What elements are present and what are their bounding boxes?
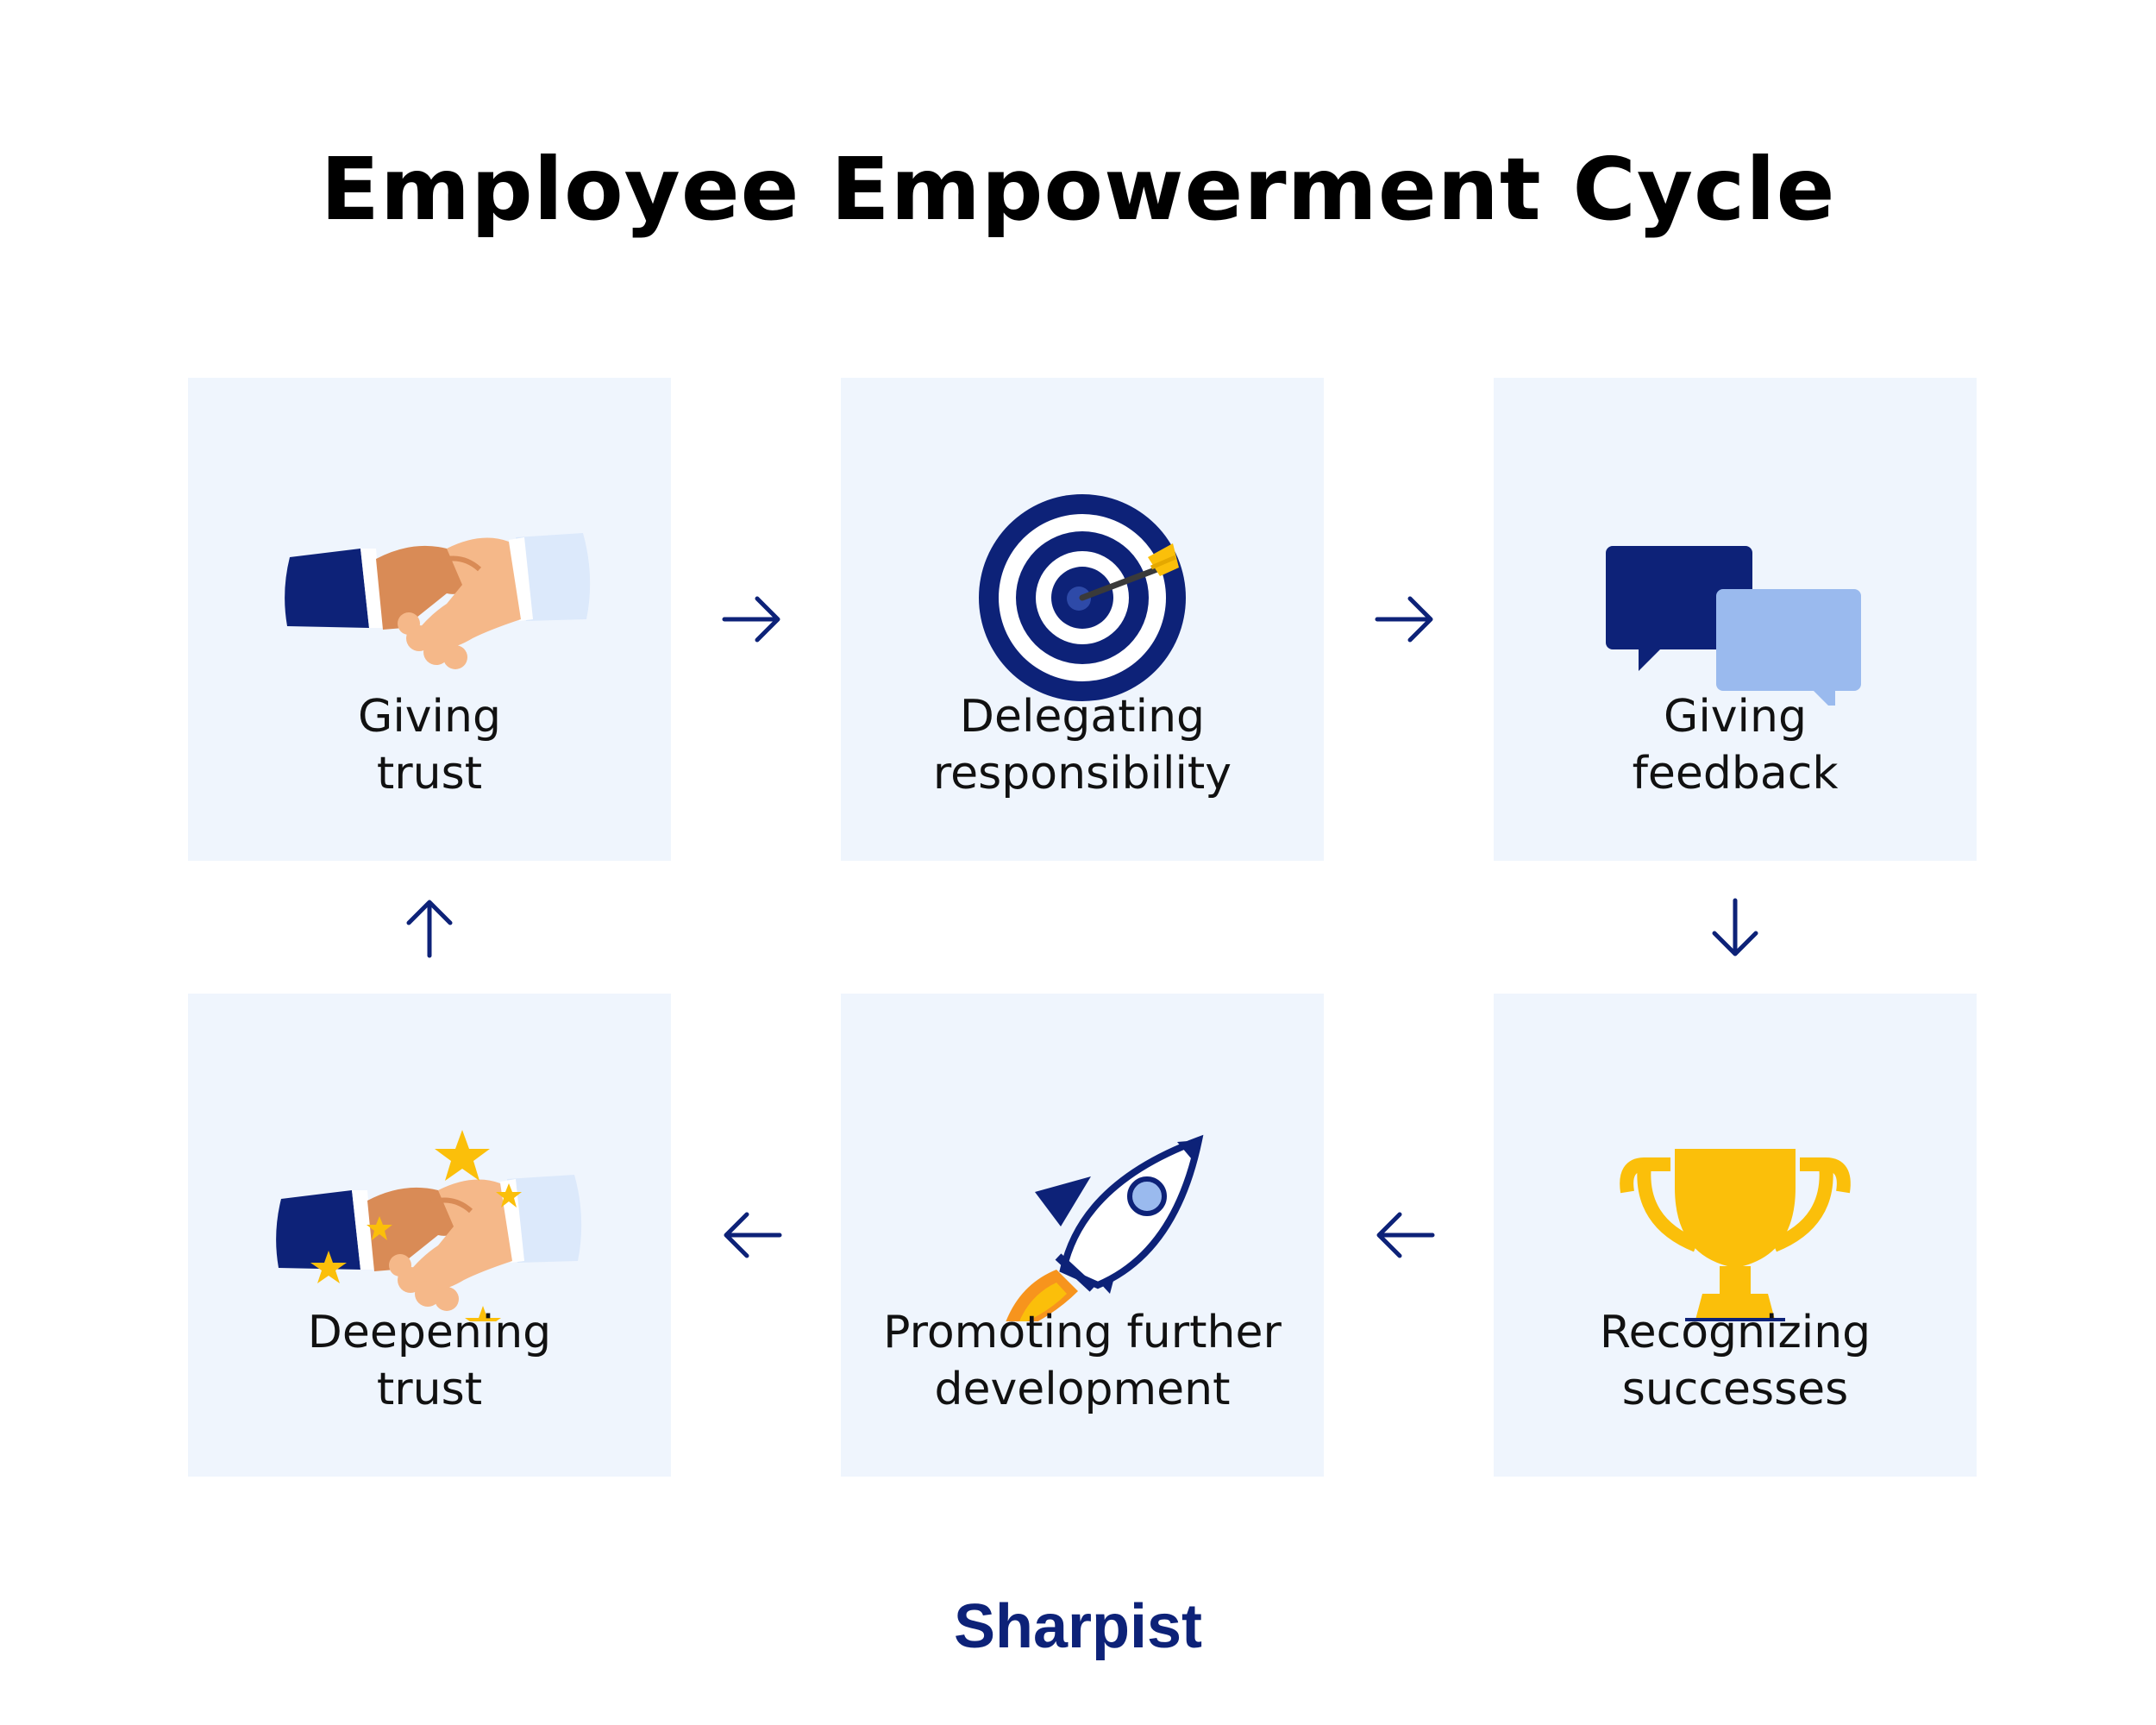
brand-logo: Sharpist xyxy=(953,1592,1203,1661)
trophy-icon xyxy=(1494,1063,1977,1321)
arrow-left-icon xyxy=(1370,1201,1439,1270)
step-label: Giving feedback xyxy=(1494,688,1977,802)
step-label: Recognizing successes xyxy=(1494,1304,1977,1418)
step-label-line2: trust xyxy=(376,1364,483,1415)
handshake-icon xyxy=(188,447,671,706)
rocket-icon xyxy=(841,1063,1324,1321)
arrow-left-icon xyxy=(718,1201,787,1270)
handshake-stars-icon xyxy=(188,1063,671,1321)
step-label-line1: Giving xyxy=(1664,691,1807,743)
speech-bubbles-icon xyxy=(1494,447,1977,706)
step-label-line2: feedback xyxy=(1632,748,1839,800)
arrow-down-icon xyxy=(1701,894,1770,963)
step-label-line2: development xyxy=(934,1364,1231,1415)
step-label-line2: responsibility xyxy=(932,748,1232,800)
step-label-line1: Recognizing xyxy=(1599,1307,1871,1358)
arrow-right-icon xyxy=(1370,585,1439,654)
step-delegating-responsibility: Delegating responsibility xyxy=(841,378,1324,861)
target-icon xyxy=(841,447,1324,706)
step-label: Deepening trust xyxy=(188,1304,671,1418)
step-label-line1: Delegating xyxy=(959,691,1206,743)
arrow-up-icon xyxy=(395,894,464,963)
arrow-right-icon xyxy=(718,585,787,654)
step-label-line1: Deepening xyxy=(307,1307,552,1358)
step-giving-trust: Giving trust xyxy=(188,378,671,861)
step-label-line2: trust xyxy=(376,748,483,800)
step-label: Promoting further development xyxy=(841,1304,1324,1418)
step-label-line2: successes xyxy=(1621,1364,1849,1415)
step-label-line1: Promoting further xyxy=(883,1307,1282,1358)
step-label: Giving trust xyxy=(188,688,671,802)
step-promoting-development: Promoting further development xyxy=(841,994,1324,1477)
step-label-line1: Giving xyxy=(358,691,501,743)
step-recognizing-successes: Recognizing successes xyxy=(1494,994,1977,1477)
step-giving-feedback: Giving feedback xyxy=(1494,378,1977,861)
step-deepening-trust: Deepening trust xyxy=(188,994,671,1477)
page-title: Employee Empowerment Cycle xyxy=(320,139,1836,240)
step-label: Delegating responsibility xyxy=(841,688,1324,802)
